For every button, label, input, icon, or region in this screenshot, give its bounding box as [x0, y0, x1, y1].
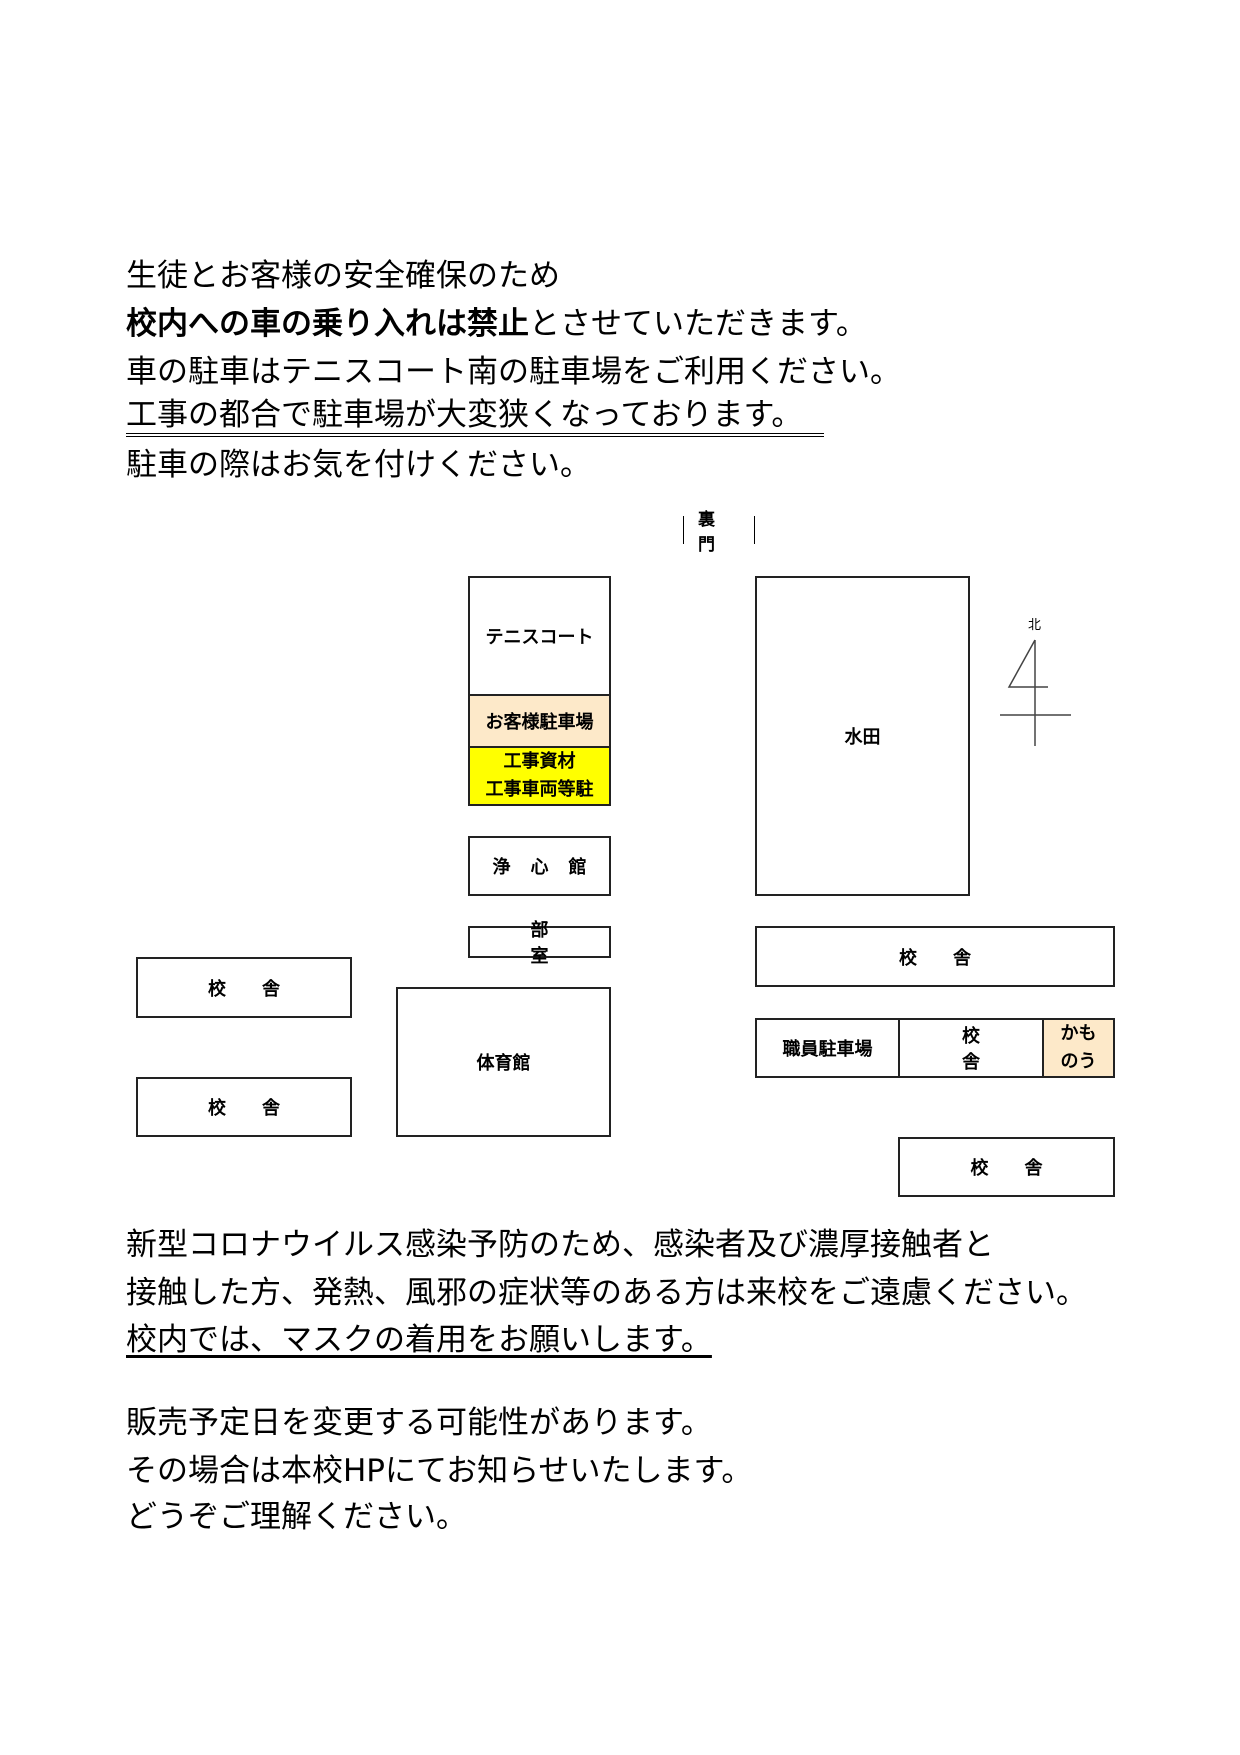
guest-parking: お客様駐車場 — [468, 694, 611, 748]
club-room-label: 部室 — [530, 920, 585, 967]
kamonou-label-1: かも — [1060, 1023, 1097, 1044]
notice-line-1: 生徒とお客様の安全確保のため — [126, 258, 560, 294]
staff-parking: 職員駐車場 — [755, 1018, 900, 1078]
school-building-right-2: 校舎 — [898, 1018, 1044, 1078]
sale-line-3: どうぞご理解ください。 — [126, 1499, 467, 1535]
north-label: 北 — [1028, 618, 1042, 633]
notice-line-2: 校内への車の乗り入れは禁止とさせていただきます。 — [126, 304, 867, 344]
no-entry-bold: 校内への車の乗り入れは禁止 — [126, 306, 529, 342]
construction-label-1: 工事資材 — [503, 751, 576, 772]
joshinkan: 浄心館 — [468, 836, 611, 896]
club-room: 部室 — [468, 920, 611, 967]
tennis-court: テニスコート — [468, 576, 611, 696]
notice-line-2-rest: とさせていただきます。 — [529, 306, 867, 342]
sale-line-2: その場合は本校HPにてお知らせいたします。 — [126, 1453, 753, 1489]
gym: 体育館 — [396, 987, 611, 1137]
school-building-left-2: 校舎 — [136, 1077, 352, 1137]
notice-line-4: 工事の都合で駐車場が大変狭くなっております。 — [126, 397, 825, 437]
school-building-label: 校舎 — [970, 1158, 1079, 1179]
school-building-label: 校舎 — [962, 1026, 1016, 1073]
covid-line-1: 新型コロナウイルス感染予防のため、感染者及び濃厚接触者と — [126, 1227, 994, 1263]
school-building-right-1: 校舎 — [755, 926, 1115, 987]
paddy-field: 水田 — [755, 576, 970, 896]
sale-line-1: 販売予定日を変更する可能性があります。 — [126, 1405, 712, 1441]
covid-line-2: 接触した方、発熱、風邪の症状等のある方は来校をご遠慮ください。 — [126, 1275, 1087, 1311]
notice-line-3: 車の駐車はテニスコート南の駐車場をご利用ください。 — [126, 354, 901, 390]
school-building-right-3: 校舎 — [898, 1137, 1115, 1197]
back-gate: 裏門 — [683, 510, 755, 555]
joshinkan-label: 浄心館 — [492, 857, 607, 878]
covid-line-3: 校内では、マスクの着用をお願いします。 — [126, 1320, 732, 1360]
school-building-left-1: 校舎 — [136, 957, 352, 1018]
notice-line-4-text: 工事の都合で駐車場が大変狭くなっております。 — [126, 397, 825, 437]
construction-label-2: 工事車両等駐 — [485, 779, 594, 800]
construction-area: 工事資材 工事車両等駐 — [468, 746, 611, 806]
north-arrow-icon — [1000, 639, 1071, 746]
school-building-label: 校舎 — [208, 978, 316, 1000]
kamonou-label-2: のう — [1060, 1051, 1097, 1072]
school-building-label: 校舎 — [208, 1098, 316, 1119]
notice-line-5: 駐車の際はお気を付けください。 — [126, 447, 591, 483]
mask-request: 校内では、マスクの着用をお願いします。 — [126, 1322, 712, 1358]
school-building-label: 校舎 — [899, 947, 1007, 969]
kamonou: かも のう — [1042, 1018, 1115, 1078]
